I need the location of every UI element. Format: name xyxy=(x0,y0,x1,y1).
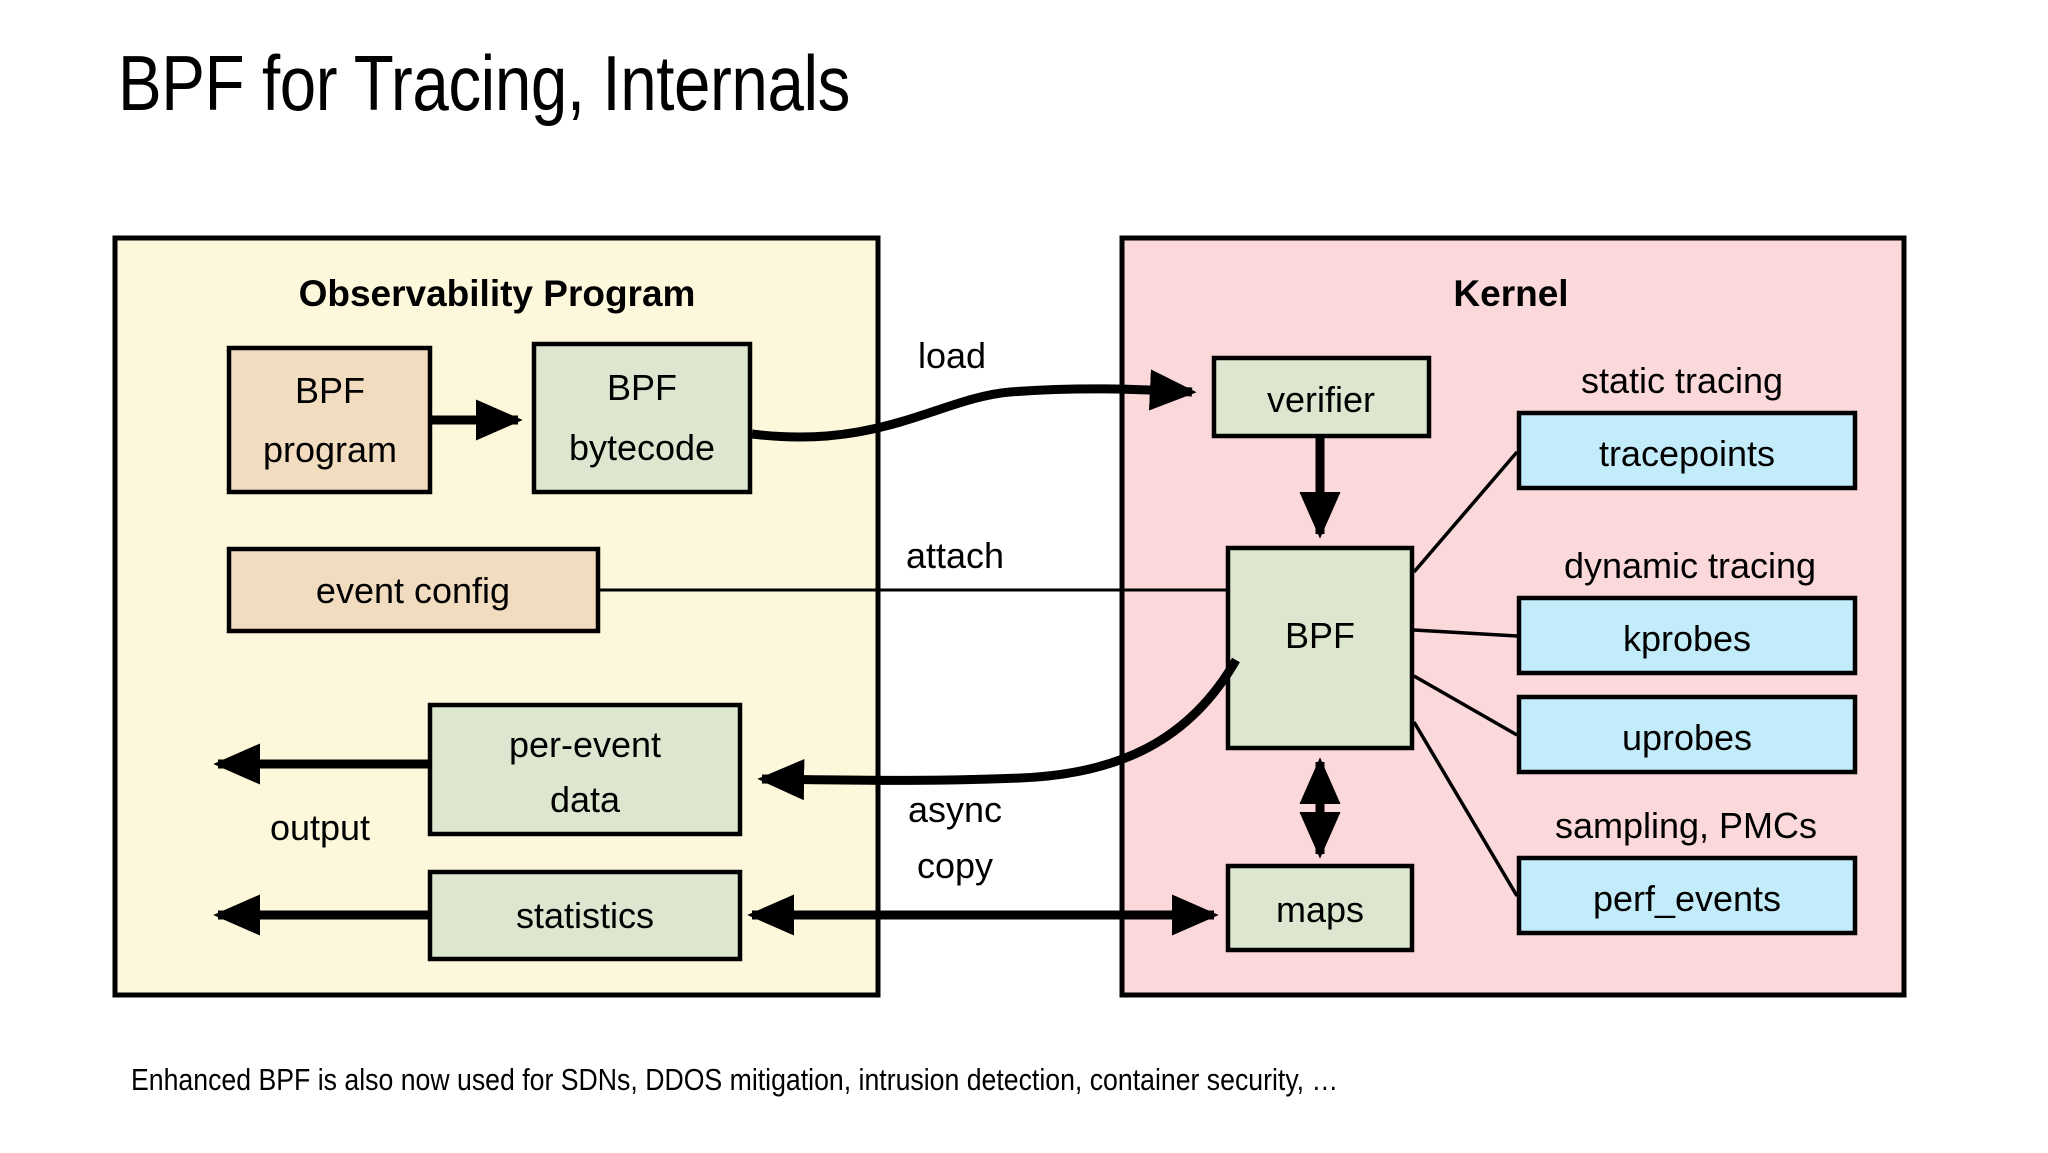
box-perf-events-label: perf_events xyxy=(1593,878,1781,919)
box-per-event-data-line2: data xyxy=(550,779,621,820)
edge-bpf-tracepoints xyxy=(1412,450,1519,574)
panel-observability-label: Observability Program xyxy=(299,273,696,314)
box-bpf-bytecode-line1: BPF xyxy=(607,367,677,408)
group-label-sampling-pmcs: sampling, PMCs xyxy=(1555,805,1817,846)
edge-load xyxy=(751,369,1197,442)
box-per-event-data-line1: per-event xyxy=(509,724,661,765)
box-event-config[interactable] xyxy=(226,546,601,634)
box-bpf-program-line2: program xyxy=(263,429,397,470)
box-maps[interactable] xyxy=(1225,863,1415,953)
edge-label-attach: attach xyxy=(906,535,1004,576)
panel-kernel-label: Kernel xyxy=(1453,273,1568,314)
box-bpf-program[interactable] xyxy=(226,345,433,495)
box-bpf-bytecode[interactable] xyxy=(531,341,753,495)
box-verifier-label: verifier xyxy=(1267,379,1375,420)
edge-label-output: output xyxy=(270,807,370,848)
box-statistics-label: statistics xyxy=(516,895,654,936)
box-kprobes-label: kprobes xyxy=(1623,618,1751,659)
box-perf-events[interactable] xyxy=(1516,855,1858,936)
box-bpf[interactable] xyxy=(1225,545,1415,751)
box-uprobes-label: uprobes xyxy=(1622,717,1752,758)
edge-label-async-line2: copy xyxy=(917,845,993,886)
group-label-dynamic-tracing: dynamic tracing xyxy=(1564,545,1816,586)
box-bpf-bytecode-line2: bytecode xyxy=(569,427,715,468)
box-bpf-program-line1: BPF xyxy=(295,370,365,411)
footer-caption: Enhanced BPF is also now used for SDNs, … xyxy=(131,1062,1339,1097)
edge-label-load: load xyxy=(918,335,986,376)
box-kprobes[interactable] xyxy=(1516,595,1858,676)
box-event-config-label: event config xyxy=(316,570,510,611)
box-bpf-label: BPF xyxy=(1285,615,1355,656)
edge-bpf-uprobes xyxy=(1413,674,1518,737)
box-maps-label: maps xyxy=(1276,889,1364,930)
box-uprobes[interactable] xyxy=(1516,694,1858,775)
edge-async-copy-per-event xyxy=(757,657,1240,801)
group-label-static-tracing: static tracing xyxy=(1581,360,1783,401)
box-per-event-data[interactable] xyxy=(427,702,743,837)
box-statistics[interactable] xyxy=(427,869,743,962)
box-tracepoints-label: tracepoints xyxy=(1599,433,1775,474)
box-verifier[interactable] xyxy=(1211,355,1432,439)
edge-bpf-kprobes xyxy=(1413,628,1518,638)
page-title: BPF for Tracing, Internals xyxy=(118,39,850,127)
edge-label-async-line1: async xyxy=(908,789,1002,830)
box-tracepoints[interactable] xyxy=(1516,410,1858,491)
edge-bpf-perf-events xyxy=(1412,721,1519,897)
